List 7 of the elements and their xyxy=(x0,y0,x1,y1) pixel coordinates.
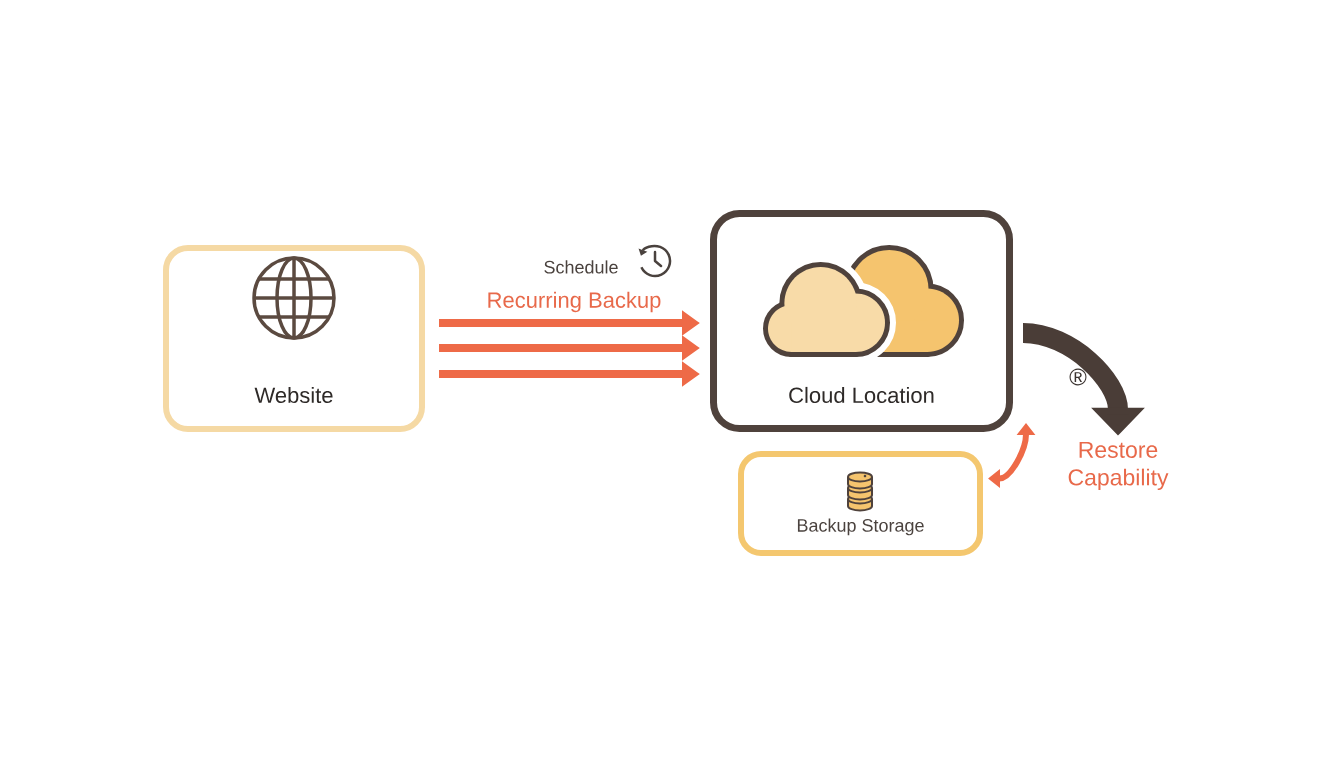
edge-label: Recurring Backup xyxy=(485,290,663,314)
plain-text: Schedule xyxy=(544,260,618,274)
node-label: Restore Capability xyxy=(1068,441,1169,491)
website-box: Website xyxy=(163,245,425,432)
registered-sign: ® xyxy=(1069,368,1087,386)
cloud-box: Cloud Location xyxy=(710,210,1013,432)
storage-box: Backup Storage xyxy=(738,451,983,556)
